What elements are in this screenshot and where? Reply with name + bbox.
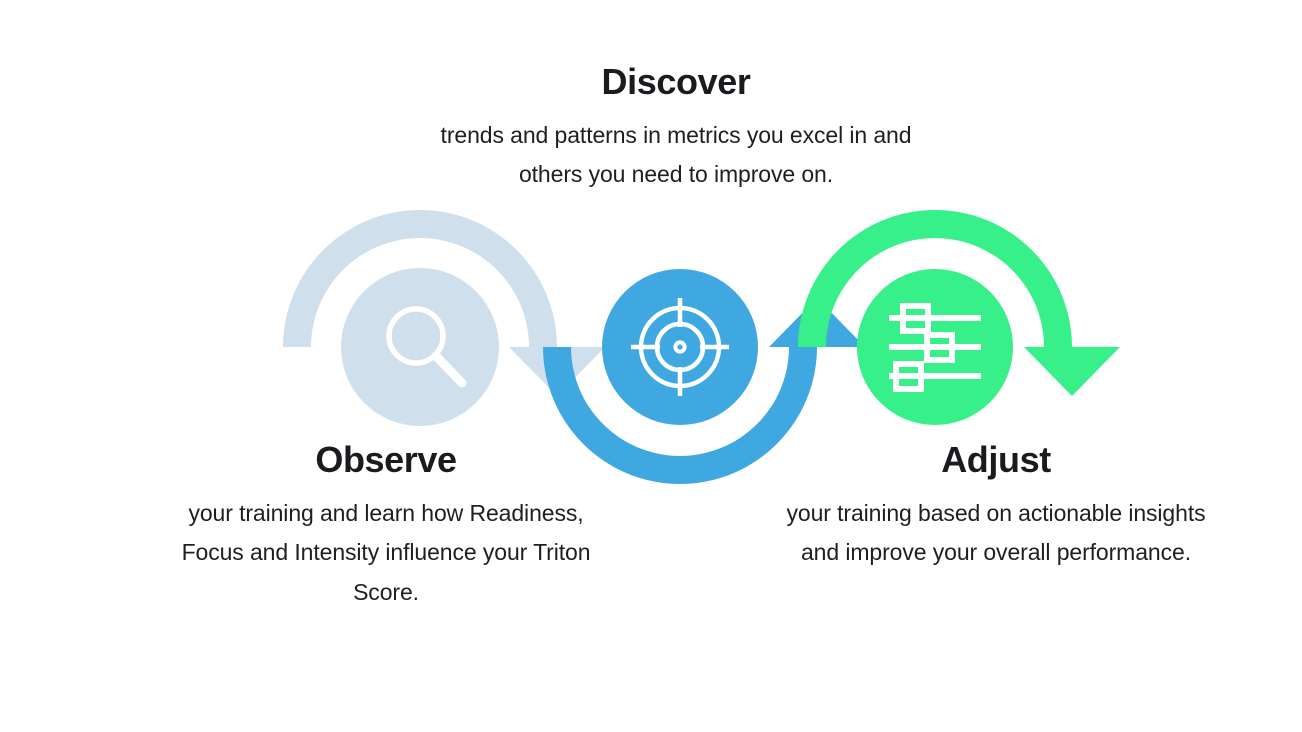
green-arc-band <box>798 210 1072 347</box>
adjust-icon-circle <box>857 269 1013 425</box>
step-observe-text: Observe your training and learn how Read… <box>155 440 617 612</box>
slider-handle-2 <box>924 332 955 363</box>
slider-handle-1 <box>900 303 931 334</box>
magnifier-lens <box>386 306 446 366</box>
discover-icon-circle <box>602 269 758 425</box>
observe-body: your training and learn how Readiness, F… <box>181 499 591 605</box>
observe-circle-background <box>341 268 499 426</box>
pale-blue-arc-band <box>283 210 557 347</box>
step-adjust-text: Adjust your training based on actionable… <box>765 440 1227 573</box>
slider-handle-3 <box>893 361 924 392</box>
magnifier-handle <box>431 351 467 388</box>
discover-circle-background <box>602 269 758 425</box>
green-arrowhead-down <box>1024 347 1120 396</box>
adjust-heading: Adjust <box>941 439 1051 480</box>
target-icon <box>631 298 729 396</box>
observe-heading: Observe <box>315 439 457 480</box>
arrow-adjust-onward <box>798 210 1120 396</box>
sliders-icon <box>889 303 981 392</box>
blue-arc-band <box>543 347 817 484</box>
discover-heading: Discover <box>601 61 751 102</box>
magnifier-icon <box>386 306 467 388</box>
observe-icon-circle <box>341 268 499 426</box>
discover-body: trends and patterns in metrics you excel… <box>440 121 912 188</box>
adjust-body: your training based on actionable insigh… <box>786 499 1206 566</box>
step-discover-text: Discover trends and patterns in metrics … <box>431 62 921 195</box>
target-center-dot <box>673 340 687 354</box>
